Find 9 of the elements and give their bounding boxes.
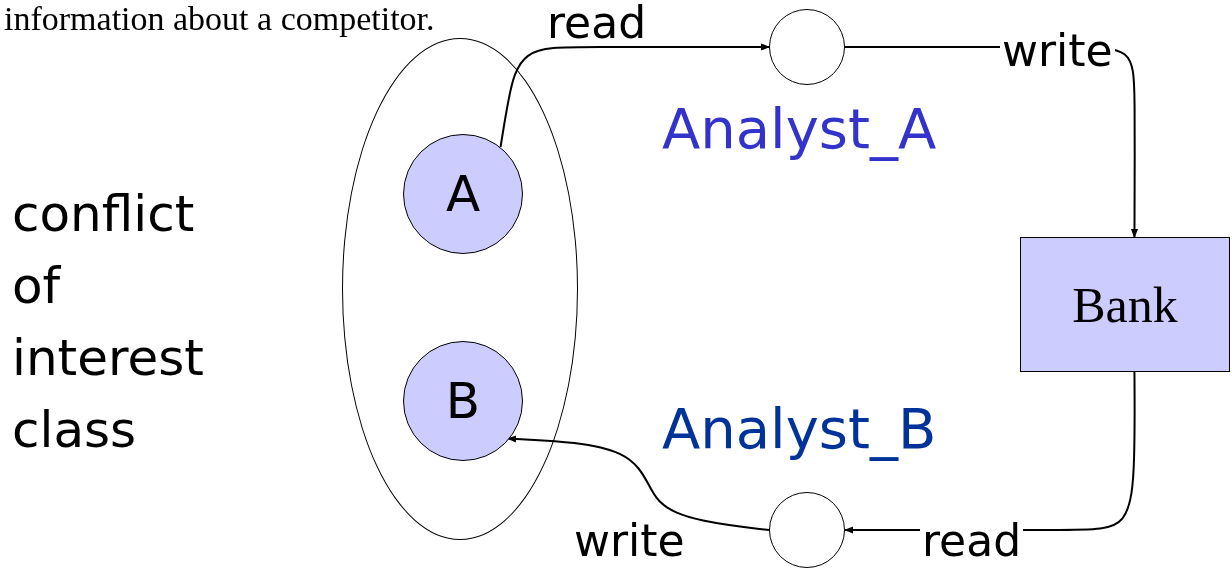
node-label: B xyxy=(445,372,481,430)
analyst-label: Analyst_B xyxy=(662,398,937,460)
node-label: Bank xyxy=(1072,275,1178,334)
class-label: conflict of interest class xyxy=(12,184,205,461)
analyst-label: Analyst_A xyxy=(662,98,937,160)
arrow xyxy=(499,43,770,149)
node-label: A xyxy=(445,165,481,223)
note-text: information about a competitor. xyxy=(4,0,435,38)
bank-box xyxy=(1020,237,1230,372)
